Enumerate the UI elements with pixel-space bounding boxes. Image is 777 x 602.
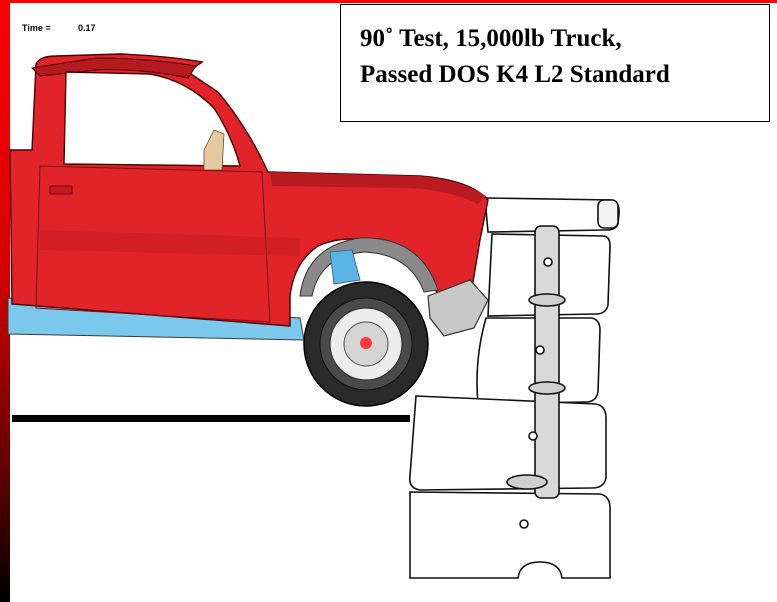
truck-window	[63, 71, 241, 167]
top-red-border	[0, 0, 777, 3]
barrier-post-collar-3	[506, 474, 548, 490]
truck-roof-visor	[30, 57, 197, 79]
barrier-cap-end	[597, 199, 619, 229]
time-value: 0.17	[78, 23, 96, 33]
barrier-post-collar-2	[528, 381, 566, 395]
truck-inner-panel	[329, 249, 361, 285]
barrier-bolt-hole	[535, 345, 545, 355]
barrier-bolt-hole	[543, 257, 553, 267]
time-label: Time =	[22, 23, 51, 33]
truck-hood	[270, 172, 486, 204]
barrier-bolt-hole	[519, 519, 529, 529]
truck-wheel-center	[360, 337, 372, 349]
ground-line	[12, 415, 410, 422]
crash-barrier-icon	[408, 197, 620, 579]
caption-line-1: 90˚ Test, 15,000lb Truck,	[360, 25, 622, 52]
barrier-post-collar-1	[528, 293, 566, 307]
caption-box: 90˚ Test, 15,000lb Truck, Passed DOS K4 …	[340, 4, 770, 122]
barrier-post	[534, 225, 560, 499]
caption-line-2: Passed DOS K4 L2 Standard	[360, 61, 670, 88]
time-readout: Time = 0.17	[22, 23, 96, 33]
truck-crushed-bumper	[427, 279, 489, 337]
barrier-block-3	[408, 395, 607, 491]
left-red-gradient-border	[0, 0, 10, 602]
truck-seat	[203, 129, 225, 171]
barrier-bolt-hole	[528, 431, 538, 441]
pickup-truck-icon	[7, 53, 489, 407]
barrier-base-block	[409, 491, 611, 579]
truck-body-shading	[40, 230, 300, 256]
truck-door-outline	[35, 165, 271, 323]
truck-door-handle	[49, 185, 73, 195]
